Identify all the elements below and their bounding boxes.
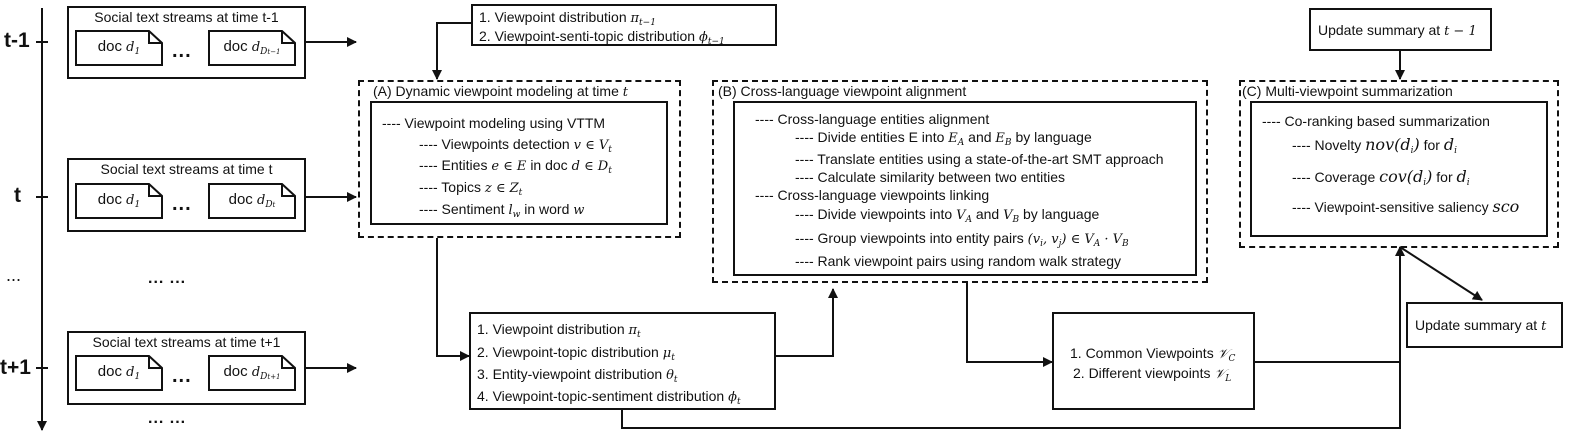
panel-b-b4c: by language [1023, 206, 1100, 222]
stream-bottom-dots: ... ... [148, 410, 187, 427]
panel-a-title: (A) Dynamic viewpoint modeling at time t [373, 83, 628, 100]
panel-c-title: (C) Multi-viewpoint summarization [1242, 83, 1453, 99]
summary-curr-label: Update summary at [1415, 317, 1538, 333]
stream-title-curr: Social text streams at time t [100, 161, 273, 177]
panel-b-title: (B) Cross-language viewpoint alignment [718, 83, 967, 99]
panel-c-dashed [1239, 80, 1559, 248]
time-label-ellipsis: ... [6, 265, 22, 285]
doc-last-prev-label: doc [223, 38, 248, 55]
doc-dots-prev: ... [172, 40, 192, 62]
doc-first-curr-label: doc [97, 191, 122, 208]
panel-c-c2a: ---- Coverage [1292, 169, 1376, 185]
panel-b-b6: ---- Rank viewpoint pairs using random w… [795, 253, 1122, 269]
panel-a-item4a: ---- Sentiment [419, 201, 505, 217]
panel-a-item4b: in word [524, 201, 570, 217]
doc-first-prev-label: doc [97, 38, 122, 55]
panel-a-box: ---- Viewpoint modeling using VTTM ---- … [370, 101, 668, 225]
stream-middle-dots: ... ... [148, 270, 187, 287]
curr-distribution-box: 1. Viewpoint distribution πt 2. Viewpoin… [469, 312, 776, 410]
prev-dist-line2: 2. Viewpoint-senti-topic distribution [479, 28, 696, 44]
panel-c-c1b: for [1423, 137, 1440, 153]
stream-title-next: Social text streams at time t+1 [92, 334, 281, 350]
doc-first-next-label: doc [97, 363, 122, 380]
viewpoints-line2: 2. Different viewpoints [1073, 365, 1211, 381]
panel-a-title-text: (A) Dynamic viewpoint modeling at time [373, 83, 619, 99]
panel-c-c1a: ---- Novelty [1292, 137, 1362, 153]
panel-b-b4a: ---- Divide viewpoints into [795, 206, 953, 222]
panel-b-b1b: and [968, 129, 992, 145]
panel-c-c3: ---- Viewpoint-sensitive saliency [1292, 199, 1489, 215]
panel-c-box: ---- Co-ranking based summarization ----… [1250, 101, 1548, 237]
curr-dist-line3: 3. Entity-viewpoint distribution [477, 366, 663, 382]
curr-dist-line2: 2. Viewpoint-topic distribution [477, 344, 659, 360]
doc-last-prev: doc dDt−1 [208, 30, 296, 66]
arrow-viewpoints-to-c [1255, 246, 1405, 363]
panel-c-c2b: for [1436, 169, 1453, 185]
stream-title-prev: Social text streams at time t-1 [94, 9, 279, 25]
summary-curr-box: Update summary at t [1406, 302, 1563, 348]
doc-dots-curr: ... [172, 193, 192, 215]
panel-c-head: ---- Co-ranking based summarization [1262, 113, 1490, 129]
prev-dist-line1: 1. Viewpoint distribution [479, 9, 627, 25]
panel-b-b5: ---- Group viewpoints into entity pairs [795, 230, 1024, 246]
doc-dots-next: ... [172, 365, 192, 387]
doc-last-curr-label: doc [228, 191, 253, 208]
time-label-curr: t [14, 184, 21, 207]
doc-first-curr: doc d1 [75, 183, 163, 219]
panel-b-b1a: ---- Divide entities E into [795, 129, 945, 145]
arrow-b-to-viewpoints [966, 283, 1053, 367]
panel-a-item2b: in doc [530, 157, 568, 173]
doc-first-next: doc d1 [75, 355, 163, 391]
summary-prev-label: Update summary at [1318, 22, 1441, 38]
panel-a-item2a: ---- Entities [419, 157, 488, 173]
summary-prev-box: Update summary at t − 1 [1309, 8, 1492, 51]
prev-distribution-box: 1. Viewpoint distribution πt−1 2. Viewpo… [471, 4, 777, 47]
panel-a-item1: ---- Viewpoints detection [419, 136, 570, 152]
time-label-prev: t-1 [4, 29, 30, 52]
panel-b-box: ---- Cross-language entities alignment -… [733, 101, 1197, 276]
doc-last-curr: doc dDt [208, 183, 296, 219]
panel-b-b2: ---- Translate entities using a state-of… [795, 151, 1164, 167]
viewpoints-box: 1. Common Viewpoints 𝒱C 2. Different vie… [1052, 312, 1255, 410]
arrow-prevdist-to-a [432, 22, 471, 80]
panel-a-head: ---- Viewpoint modeling using VTTM [382, 115, 606, 131]
panel-b-dashed [712, 80, 1208, 283]
panel-b-head2: ---- Cross-language viewpoints linking [755, 187, 990, 203]
arrow-dist-to-b [776, 288, 838, 357]
doc-last-next-label: doc [223, 363, 248, 380]
time-label-next: t+1 [0, 356, 31, 379]
curr-dist-line1: 1. Viewpoint distribution [477, 321, 625, 337]
viewpoints-line1: 1. Common Viewpoints [1070, 345, 1214, 361]
panel-b-b4b: and [975, 206, 1000, 222]
arrow-dist-bottom-to-c [621, 362, 1401, 429]
doc-first-prev: doc d1 [75, 30, 163, 66]
doc-last-next: doc dDt+1 [208, 355, 296, 391]
panel-a-item3: ---- Topics [419, 179, 481, 195]
panel-b-head1: ---- Cross-language entities alignment [755, 111, 990, 127]
arrow-c-to-summary [1399, 246, 1483, 301]
curr-dist-line4: 4. Viewpoint-topic-sentiment distributio… [477, 388, 725, 404]
arrow-a-to-dist [436, 238, 470, 361]
panel-a-dashed [358, 80, 681, 238]
panel-b-b3: ---- Calculate similarity between two en… [795, 169, 1065, 185]
panel-b-b1c: by language [1015, 129, 1092, 145]
